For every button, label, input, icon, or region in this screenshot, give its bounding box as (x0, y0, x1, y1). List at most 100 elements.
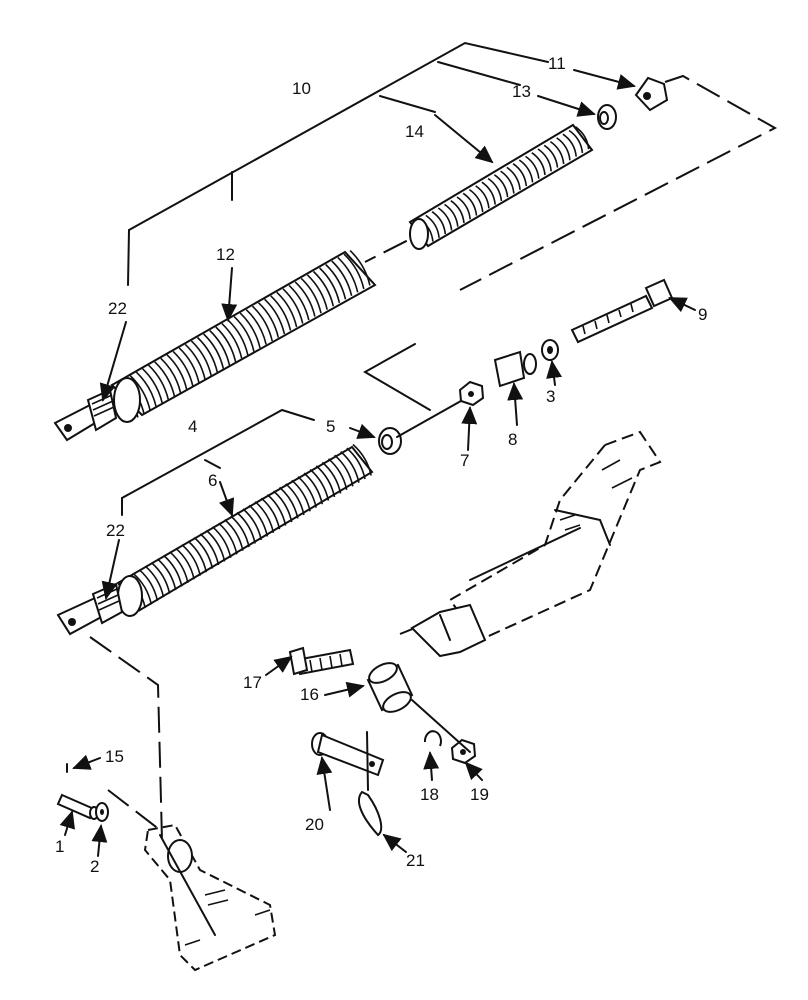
coil-turn (224, 518, 244, 551)
nut-7 (458, 380, 485, 407)
coil-turn (257, 302, 280, 338)
coil-turn (199, 533, 220, 566)
coil-turn (518, 159, 534, 183)
callout-10: 10 (292, 79, 311, 98)
coil-turn (248, 504, 269, 537)
spring-6 (116, 443, 374, 617)
coil-turn (251, 305, 273, 342)
coil-turn (315, 465, 336, 498)
coil-turn (282, 288, 304, 324)
callout-labels: 11 10 13 14 12 22 9 3 4 5 8 7 6 22 17 16… (55, 54, 707, 876)
coil-turn (218, 522, 238, 555)
coil-turn (549, 140, 565, 165)
coil-turn (487, 177, 503, 201)
coil-turn (141, 368, 164, 404)
callout-14: 14 (405, 122, 424, 141)
coil-turn (321, 461, 342, 494)
coil-turn (169, 551, 189, 584)
coil-turn (129, 375, 151, 411)
coil-turn (160, 357, 182, 394)
coil-turn (343, 253, 365, 290)
coil-turn (156, 558, 177, 591)
coil-turn (193, 536, 214, 569)
coil-turn (437, 207, 453, 231)
coil-turn (325, 263, 347, 300)
coil-turn (190, 340, 212, 376)
coil-turn (425, 214, 440, 238)
coil-turn (462, 192, 478, 216)
nut-19 (450, 738, 477, 765)
spring-guide-13 (597, 104, 617, 130)
end-fitting-22-upper (53, 388, 118, 442)
linkage-lines (362, 343, 469, 438)
coil-turn (349, 250, 371, 286)
coil-turn (270, 295, 292, 331)
coil-turn (150, 561, 171, 594)
coil-turn (337, 257, 359, 293)
callout-4: 4 (188, 417, 197, 436)
coil-turn (574, 126, 590, 150)
end-fitting-22-lower (56, 582, 124, 636)
coil-turn (500, 170, 515, 194)
callout-8: 8 (508, 430, 517, 449)
coil-turn (312, 270, 335, 307)
mount-bracket (143, 823, 277, 972)
coil-turn (132, 572, 153, 605)
spring-guide-5 (378, 427, 402, 455)
end-fitting-11 (634, 76, 669, 112)
coil-turn (285, 483, 305, 516)
callout-21: 21 (406, 851, 425, 870)
callout-1: 1 (55, 837, 64, 856)
coil-turn (245, 309, 267, 345)
callout-5: 5 (326, 417, 335, 436)
coil-turn (543, 144, 559, 168)
coil-turn (288, 284, 310, 321)
coil-turn (331, 260, 353, 296)
washer-2 (95, 802, 109, 822)
coil-turn (431, 211, 447, 235)
callout-9: 9 (698, 305, 707, 324)
coil-turn (227, 319, 249, 356)
coil-turn (506, 166, 521, 190)
coil-turn (166, 354, 188, 390)
coil-turn (138, 569, 159, 601)
callout-16: 16 (300, 685, 319, 704)
coil-turn (297, 476, 317, 508)
coil-turn (154, 361, 176, 397)
coil-turn (327, 458, 348, 490)
coil-turn (556, 137, 571, 161)
spring-14-short (408, 123, 594, 250)
coil-turn (306, 274, 328, 310)
bolt-17 (288, 646, 355, 676)
callout-11: 11 (548, 54, 566, 73)
callout-6: 6 (208, 471, 217, 490)
coil-turn (254, 501, 275, 533)
coil-turn (279, 486, 299, 519)
coil-turn (537, 148, 552, 172)
callout-19: 19 (470, 785, 489, 804)
coil-turn (135, 371, 157, 408)
coil-turn (450, 200, 465, 224)
cotter-pin-21 (358, 731, 383, 837)
callout-20: 20 (305, 815, 324, 834)
coil-turn (319, 267, 341, 303)
coil-turn (294, 281, 316, 317)
coil-turn (276, 291, 298, 328)
coil-turn (178, 347, 200, 383)
coil-turn (456, 196, 471, 220)
callout-7: 7 (460, 451, 469, 470)
coil-turn (181, 544, 201, 576)
spring-12-long (110, 250, 377, 423)
coil-turn (184, 343, 206, 380)
callout-18: 18 (420, 785, 439, 804)
coil-turn (475, 185, 490, 209)
coil-turn (148, 364, 170, 401)
coil-turn (512, 163, 528, 187)
coil-turn (205, 529, 226, 562)
pivot-axis-line (411, 699, 471, 753)
callout-3: 3 (546, 387, 555, 406)
callout-13: 13 (512, 82, 531, 101)
callout-17: 17 (243, 673, 262, 692)
washer-18 (423, 730, 442, 747)
coil-turn (260, 497, 281, 530)
